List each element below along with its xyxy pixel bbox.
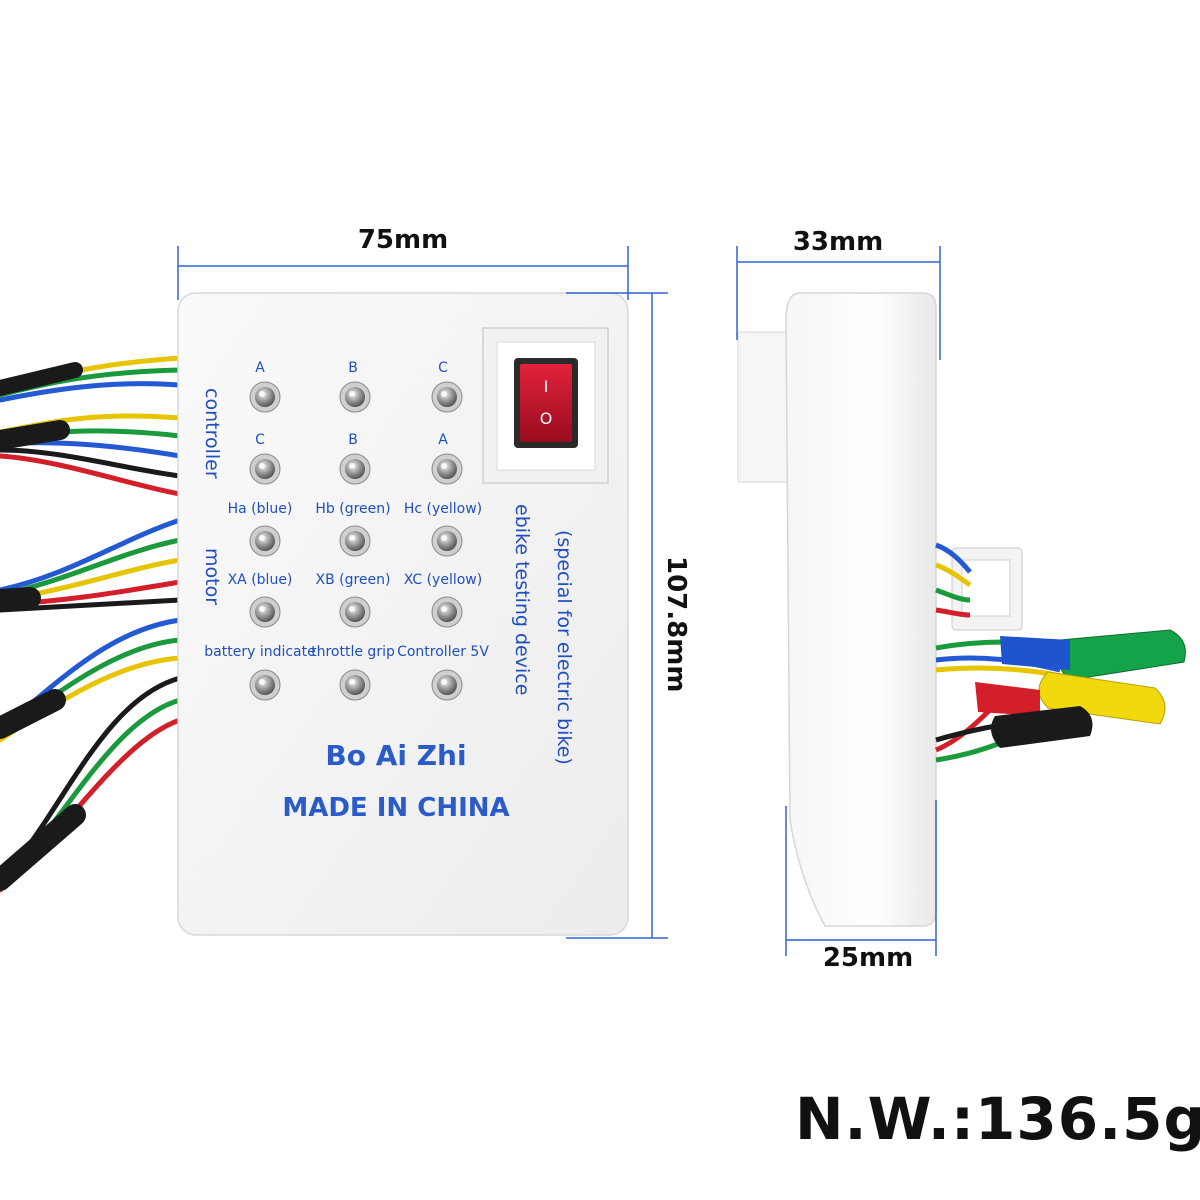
net-weight-label: N.W.:136.5g bbox=[795, 1085, 1200, 1153]
terminal-label: Hc (yellow) bbox=[404, 501, 482, 517]
terminal-label: XB (green) bbox=[315, 572, 390, 588]
terminal-label: B bbox=[348, 432, 358, 448]
terminal-screw[interactable] bbox=[249, 381, 281, 413]
terminal-screw[interactable] bbox=[339, 381, 371, 413]
terminal-labels: A B C C B A Ha (blue) Hb (green) Hc (yel… bbox=[204, 360, 489, 660]
terminal-label: B bbox=[348, 360, 358, 376]
alligator-clip-blue bbox=[1000, 636, 1070, 670]
terminal-label: C bbox=[438, 360, 448, 376]
depth-top-dimension-label: 33mm bbox=[793, 227, 883, 257]
depth-bottom-dimension-label: 25mm bbox=[823, 943, 913, 973]
tester-side-view bbox=[737, 292, 1186, 927]
terminal-screw[interactable] bbox=[249, 669, 281, 701]
motor-group-label: motor bbox=[201, 548, 223, 605]
terminal-screw[interactable] bbox=[431, 525, 463, 557]
terminal-label: throttle grip bbox=[311, 644, 395, 660]
terminal-screw[interactable] bbox=[431, 669, 463, 701]
terminal-screw[interactable] bbox=[339, 669, 371, 701]
brand-name: Bo Ai Zhi bbox=[325, 739, 466, 772]
terminal-screw[interactable] bbox=[339, 453, 371, 485]
terminal-screw[interactable] bbox=[431, 453, 463, 485]
terminal-screw[interactable] bbox=[431, 381, 463, 413]
terminal-label: A bbox=[438, 432, 448, 448]
wire-bundle-left bbox=[0, 355, 183, 893]
controller-group-label: controller bbox=[201, 388, 223, 479]
switch-on-mark: I bbox=[544, 377, 549, 396]
terminal-label: XA (blue) bbox=[228, 572, 293, 588]
test-terminals[interactable] bbox=[249, 381, 463, 701]
device-subtitle: (special for electric bike) bbox=[553, 530, 575, 765]
terminal-screw[interactable] bbox=[431, 596, 463, 628]
device-title: ebike testing device bbox=[511, 504, 533, 695]
origin-label: MADE IN CHINA bbox=[282, 793, 509, 823]
dimension-lines-front bbox=[177, 246, 668, 939]
terminal-screw[interactable] bbox=[249, 453, 281, 485]
terminal-label: Ha (blue) bbox=[228, 501, 293, 517]
height-dimension-label: 107.8mm bbox=[661, 556, 691, 692]
width-dimension-label: 75mm bbox=[358, 225, 448, 255]
terminal-label: Hb (green) bbox=[315, 501, 390, 517]
switch-off-mark: O bbox=[540, 409, 553, 428]
alligator-clip-black bbox=[991, 706, 1093, 748]
power-switch[interactable]: I O bbox=[482, 327, 609, 484]
alligator-clip-red bbox=[975, 682, 1040, 716]
terminal-label: A bbox=[255, 360, 265, 376]
terminal-label: battery indicate bbox=[204, 644, 315, 660]
dimension-lines-side bbox=[736, 246, 941, 956]
terminal-label: Controller 5V bbox=[397, 644, 489, 660]
alligator-clip-green bbox=[1056, 629, 1186, 681]
terminal-screw[interactable] bbox=[339, 596, 371, 628]
terminal-label: XC (yellow) bbox=[404, 572, 482, 588]
terminal-label: C bbox=[255, 432, 265, 448]
terminal-screw[interactable] bbox=[339, 525, 371, 557]
terminal-screw[interactable] bbox=[249, 596, 281, 628]
terminal-screw[interactable] bbox=[249, 525, 281, 557]
